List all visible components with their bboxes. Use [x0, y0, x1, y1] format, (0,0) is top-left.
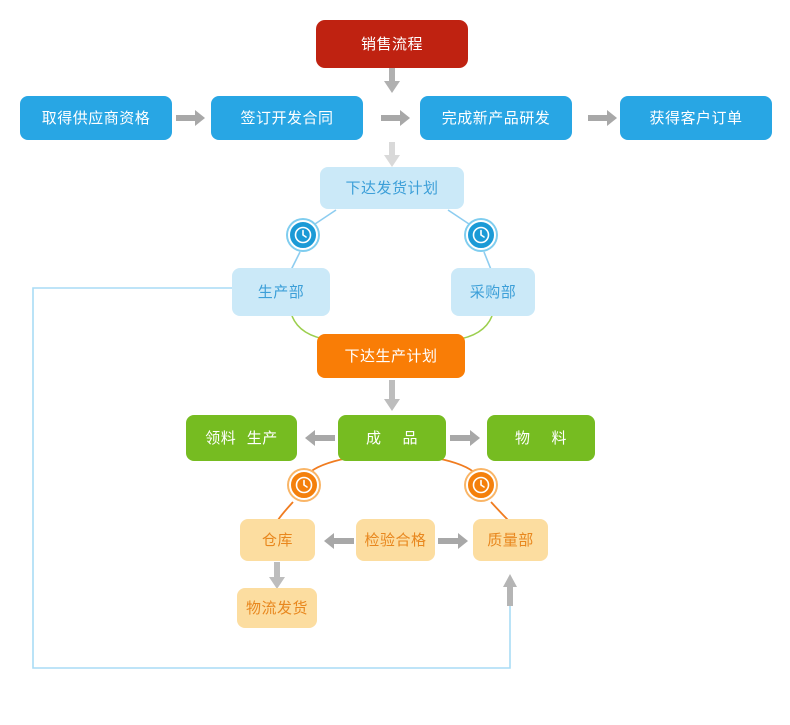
- arrow-right-2: [381, 110, 411, 126]
- node-finished-product[interactable]: 成 品: [338, 415, 446, 461]
- node-new-product-rnd[interactable]: 完成新产品研发: [420, 96, 572, 140]
- arrow-down-plan-to-product: [383, 380, 401, 412]
- node-sales-process[interactable]: 销售流程: [316, 20, 468, 68]
- clock-icon: [295, 476, 313, 494]
- node-production-department[interactable]: 生产部: [232, 268, 330, 316]
- clock-badge-purchasing[interactable]: [466, 220, 496, 250]
- node-production-plan[interactable]: 下达生产计划: [317, 334, 465, 378]
- node-development-contract[interactable]: 签订开发合同: [211, 96, 363, 140]
- node-logistics-shipment[interactable]: 物流发货: [237, 588, 317, 628]
- node-material[interactable]: 物 料: [487, 415, 595, 461]
- arrow-left-inspect-to-warehouse: [322, 533, 354, 549]
- clock-badge-warehouse[interactable]: [289, 470, 319, 500]
- arrow-right-1: [176, 110, 206, 126]
- arrow-right-product-to-material: [450, 430, 482, 446]
- arrow-left-product-to-picking: [303, 430, 335, 446]
- node-customer-order[interactable]: 获得客户订单: [620, 96, 772, 140]
- node-picking-production[interactable]: 领料 生产: [186, 415, 297, 461]
- node-quality-department[interactable]: 质量部: [473, 519, 548, 561]
- clock-icon: [472, 226, 490, 244]
- node-shipping-plan[interactable]: 下达发货计划: [320, 167, 464, 209]
- clock-badge-quality[interactable]: [466, 470, 496, 500]
- node-warehouse[interactable]: 仓库: [240, 519, 315, 561]
- arrow-right-inspect-to-quality: [438, 533, 470, 549]
- arrow-down-dev-to-shipping: [383, 142, 401, 168]
- node-supplier-qualification[interactable]: 取得供应商资格: [20, 96, 172, 140]
- node-purchasing-department[interactable]: 采购部: [451, 268, 535, 316]
- arrow-down-warehouse-to-logistics: [268, 562, 286, 590]
- arrow-up-loop-to-quality: [502, 574, 518, 606]
- arrow-down-sales-to-row: [383, 66, 401, 94]
- clock-badge-production[interactable]: [288, 220, 318, 250]
- arrow-right-3: [588, 110, 618, 126]
- clock-icon: [294, 226, 312, 244]
- clock-icon: [472, 476, 490, 494]
- node-inspection-passed[interactable]: 检验合格: [356, 519, 435, 561]
